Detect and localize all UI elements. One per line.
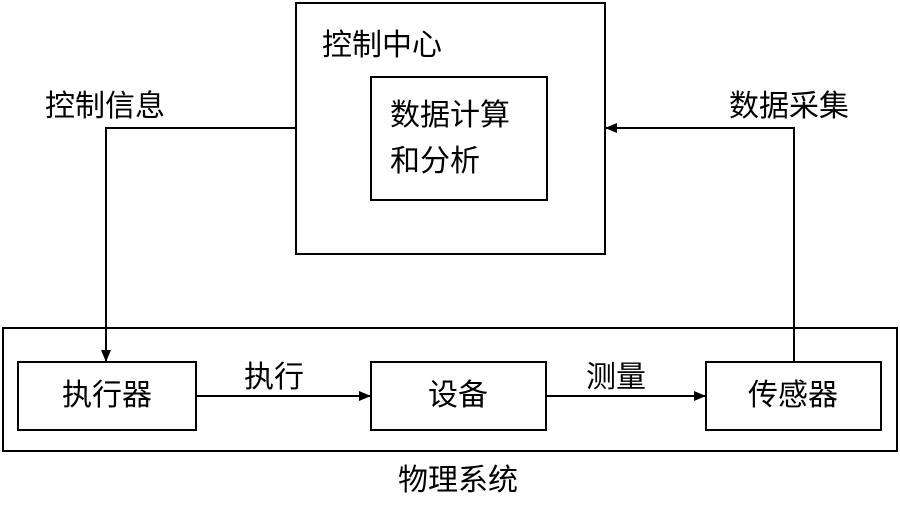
actuator-label: 执行器 [62,378,152,413]
physical-system-box [2,327,898,452]
data-collection-arrow [605,123,795,362]
device-label: 设备 [428,378,488,413]
sensor-label: 传感器 [748,378,838,413]
control-center-title: 控制中心 [322,28,442,63]
control-info-arrow [101,127,296,362]
measure-label: 测量 [586,360,646,395]
analysis-line-1: 数据计算 [390,98,510,133]
analysis-line-2: 和分析 [390,144,480,179]
data-collection-label: 数据采集 [729,89,849,124]
analysis-box [370,76,548,201]
execute-label: 执行 [244,360,304,395]
physical-system-title: 物理系统 [398,463,518,498]
analysis-box-text: 数据计算 和分析 [390,93,510,185]
control-info-label: 控制信息 [45,89,165,124]
